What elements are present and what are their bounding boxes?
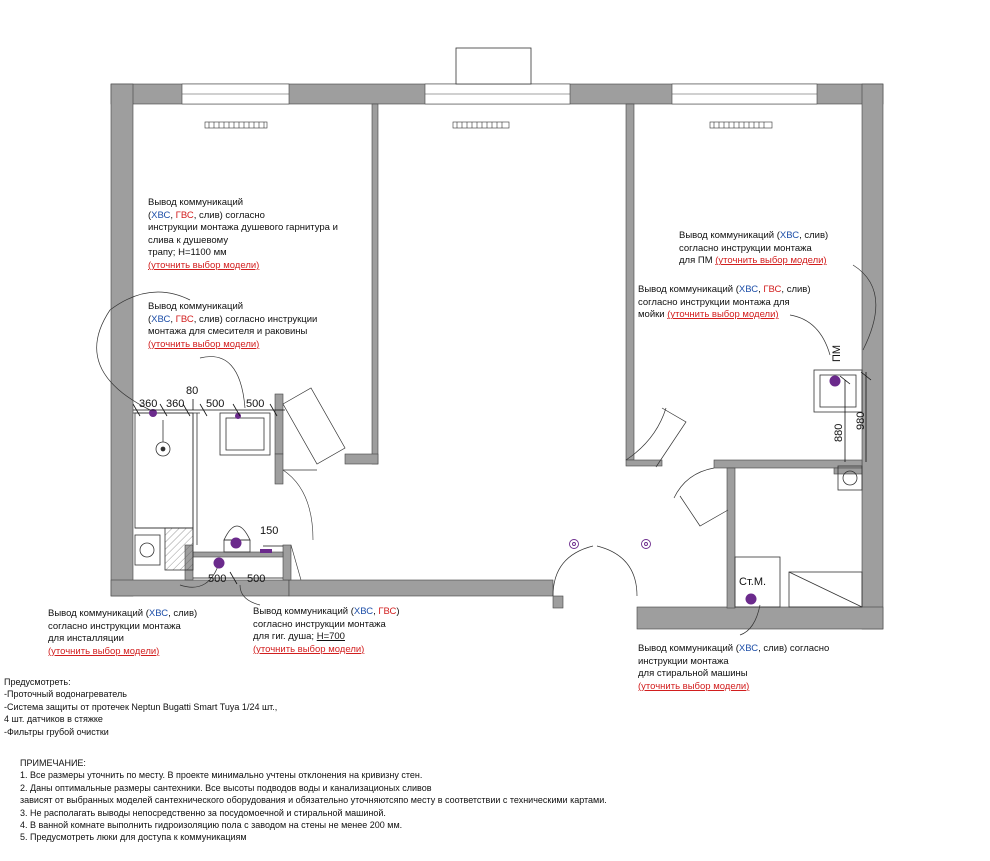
sink-model-link[interactable]: (уточнить выбор модели): [148, 338, 260, 350]
remark-item: 1. Все размеры уточнить по месту. В прое…: [20, 770, 423, 781]
remark-item: 3. Не располагать выводы непосредственно…: [20, 807, 386, 818]
pm-model-link[interactable]: (уточнить выбор модели): [715, 255, 827, 267]
dim-500d: 500: [247, 573, 265, 585]
floor-drains: [569, 539, 651, 549]
point-hyg: [213, 557, 225, 569]
windows: [181, 83, 818, 105]
outer-walls: [110, 83, 884, 630]
dim-360a: 360: [139, 398, 157, 410]
dim-880: 880: [833, 424, 845, 442]
kitchen-model-link[interactable]: (уточнить выбор модели): [667, 309, 779, 321]
note-pm: Вывод коммуникаций (ХВС, слив) согласно …: [679, 230, 829, 267]
provide-block: Предусмотреть: -Проточный водонагревател…: [4, 677, 278, 737]
dimension-lines: [132, 371, 872, 585]
remark-item: 4. В ванной комнате выполнить гидроизоля…: [20, 820, 403, 831]
dim-360b: 360: [166, 398, 184, 410]
label-pm: ПМ: [831, 345, 843, 362]
provide-title: Предусмотреть:: [4, 677, 71, 687]
remarks-block: ПРИМЕЧАНИЕ: 1. Все размеры уточнить по м…: [20, 757, 607, 844]
bathroom-fixtures: [133, 412, 317, 581]
radiators: [204, 121, 773, 129]
point-sink: [235, 413, 241, 419]
dim-980: 980: [855, 412, 867, 430]
point-wc: [230, 537, 242, 549]
dim-150: 150: [260, 525, 278, 537]
shower-model-link[interactable]: (уточнить выбор модели): [148, 259, 260, 271]
dim-500c: 500: [208, 573, 226, 585]
hyg-model-link[interactable]: (уточнить выбор модели): [253, 643, 365, 655]
remark-item: зависят от выбранных моделей сантехничес…: [20, 795, 607, 806]
dim-80: 80: [186, 385, 198, 397]
install-model-link[interactable]: (уточнить выбор модели): [48, 645, 160, 657]
remarks-title: ПРИМЕЧАНИЕ:: [20, 758, 86, 768]
doors: [282, 387, 729, 597]
note-install: Вывод коммуникаций (ХВС, слив) согласно …: [48, 608, 198, 657]
dim-500a: 500: [206, 398, 224, 410]
dim-500b: 500: [246, 398, 264, 410]
note-sink: Вывод коммуникаций (ХВС, ГВС, слив) согл…: [148, 301, 318, 350]
point-washer: [745, 593, 757, 605]
interior-walls: [184, 103, 863, 609]
point-hyg-tap: [260, 549, 272, 553]
note-kitchen: Вывод коммуникаций (ХВС, ГВС, слив) согл…: [638, 284, 811, 321]
note-shower: Вывод коммуникаций (ХВС, ГВС, слив) согл…: [148, 197, 338, 271]
balcony: [455, 47, 532, 85]
connection-points: [149, 375, 841, 605]
point-shower: [149, 409, 157, 417]
callout-arcs: [96, 264, 877, 636]
note-hyg: Вывод коммуникаций (ХВС, ГВС) согласно и…: [253, 606, 400, 655]
remark-item: 2. Даны оптимальные размеры сантехники. …: [20, 782, 432, 793]
note-washer: Вывод коммуникаций (ХВС, слив) согласно …: [638, 643, 830, 692]
washer-model-link[interactable]: (уточнить выбор модели): [638, 680, 750, 692]
point-dishwasher: [829, 375, 841, 387]
remark-item: 5. Предусмотреть люки для доступа к комм…: [20, 832, 247, 843]
kitchen-fixtures: [734, 369, 863, 608]
label-stm: Ст.М.: [739, 576, 766, 588]
